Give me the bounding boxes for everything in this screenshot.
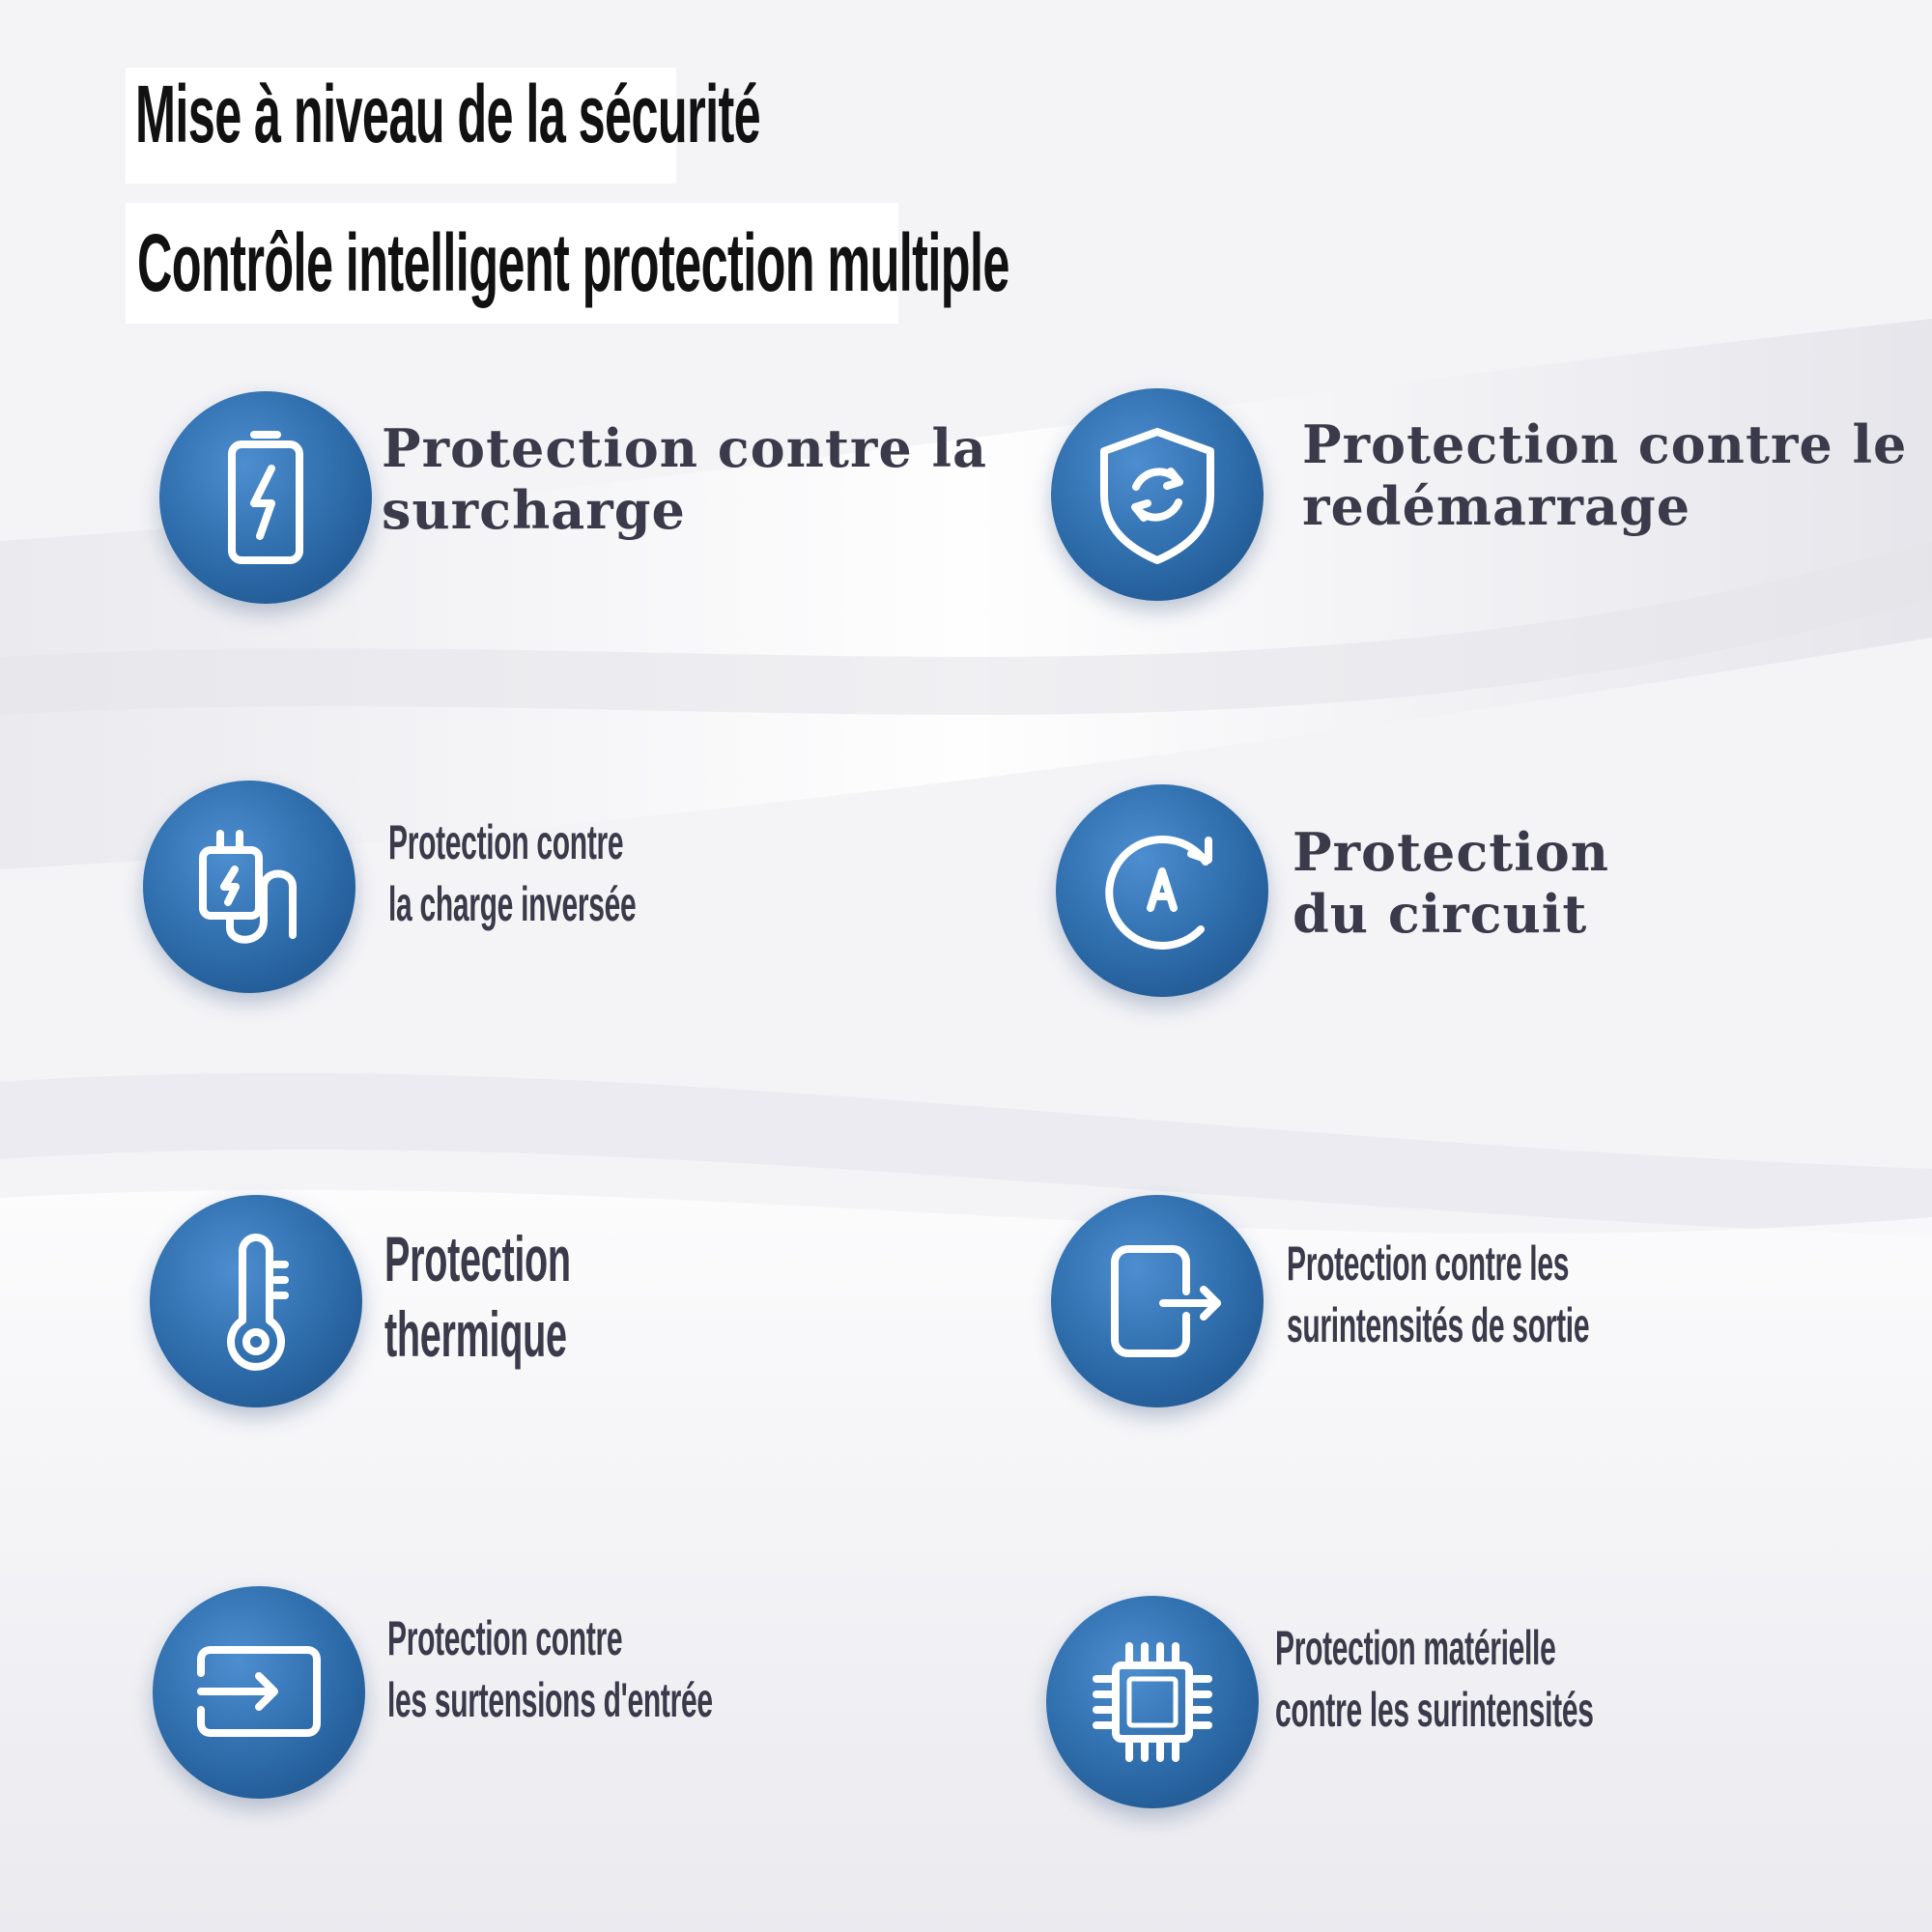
feature-label-line2: du circuit	[1293, 883, 1588, 945]
feature-label-line1: Protection contre	[388, 815, 624, 869]
page-title: Mise à niveau de la sécurité	[135, 69, 761, 159]
feature-label-line1: Protection contre le	[1302, 413, 1908, 475]
charger-plug-icon	[143, 781, 355, 993]
feature-label-line1: Protection contre	[387, 1611, 623, 1665]
battery-bolt-icon	[159, 391, 372, 604]
feature-label-line2: la charge inversée	[388, 877, 637, 931]
circuit-rotate-icon	[1056, 784, 1268, 997]
feature-label-line1: Protection contre la	[382, 417, 987, 479]
chip-icon	[1046, 1596, 1259, 1808]
output-arrow-icon	[1051, 1195, 1264, 1407]
shield-refresh-icon	[1051, 388, 1264, 601]
feature-label-line1: Protection matérielle	[1275, 1621, 1556, 1675]
feature-label-line2: les surtensions d'entrée	[387, 1673, 713, 1727]
feature-label-line2: redémarrage	[1302, 475, 1691, 537]
feature-label-line2: contre les surintensités	[1275, 1683, 1594, 1737]
page-subtitle: Contrôle intelligent protection multiple	[137, 217, 1009, 308]
feature-label-line2: surintensités de sortie	[1287, 1298, 1590, 1352]
feature-label-line2: thermique	[384, 1298, 567, 1370]
feature-label-line1: Protection contre les	[1287, 1236, 1570, 1291]
feature-label-line1: Protection	[1293, 821, 1609, 883]
input-arrow-icon	[153, 1586, 365, 1799]
feature-label-line2: surcharge	[382, 479, 686, 541]
feature-label-line1: Protection	[384, 1223, 571, 1294]
thermometer-icon	[150, 1195, 362, 1407]
